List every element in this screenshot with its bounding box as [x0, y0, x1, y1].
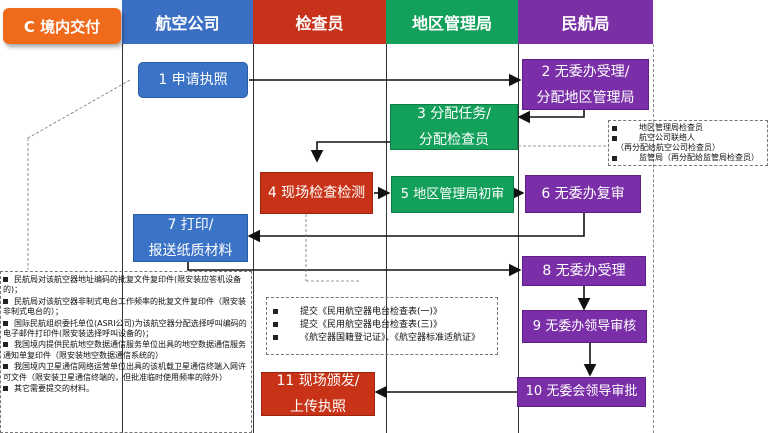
submit-note: 提交《民用航空器电台检查表(一)》 提交《民用航空器电台检查表(三)》 《航空器… — [266, 297, 498, 355]
step-9-leader-review: 9 无委办领导审核 — [522, 310, 647, 343]
inspector-note-line: 地区管理局检查员 — [639, 123, 703, 132]
lane-header-airline: 航空公司 — [122, 0, 253, 44]
materials-note-line: 其它需要提交的材料。 — [14, 384, 94, 394]
submit-note-line: 《航空器国籍登记证》、《航空器标准适航证》 — [300, 333, 481, 343]
arrow-6-to-7 — [247, 212, 585, 243]
inspector-note-line: 航空公司联络人 — [639, 133, 695, 142]
step-4-site-inspection: 4 现场检查检测 — [260, 172, 373, 214]
materials-note-line: 我国境内卫星通信网络运营单位出具的该机载卫星通信终端入网许可文件（限安装卫星通信… — [3, 362, 246, 382]
materials-note-line: 民航局对该航空器非制式电台工作频率的批复文件复印件（限安装非制式电台的）； — [3, 296, 246, 317]
lane-header-regional-bureau: 地区管理局 — [386, 0, 518, 44]
submit-note-line: 提交《民用航空器电台检查表(一)》 — [300, 307, 443, 317]
arrow-2-to-3 — [517, 110, 585, 124]
step-7-submit-paper: 7 打印/ 报送纸质材料 — [133, 214, 248, 262]
lane-header-inspector: 检查员 — [253, 0, 386, 44]
step-2-accept-assign: 2 无委办受理/ 分配地区管理局 — [522, 59, 649, 110]
step-1-apply-license: 1 申请执照 — [138, 62, 248, 98]
lane-divider — [386, 44, 387, 433]
callout-line — [27, 79, 131, 139]
step-5-regional-review: 5 地区管理局初审 — [391, 176, 514, 213]
inspector-note: 地区管理局检查员 航空公司联络人 （再分配给航空公司检查员） 监管局（再分配给监… — [608, 120, 768, 166]
materials-note-line: 国际民航组织委托单位(ASRI公司)为该航空器分配选择呼叫编码的电子邮件打印件(… — [3, 318, 247, 339]
materials-note-line: 我国境内提供民航地空数据通信服务单位出具的地空数据通信服务通知单复印件（限安装地… — [3, 340, 246, 360]
step-3-assign-inspector: 3 分配任务/ 分配检查员 — [390, 104, 518, 150]
lane-header-caac: 民航局 — [518, 0, 653, 44]
lane-divider — [653, 44, 654, 433]
arrow-3-to-4 — [310, 141, 390, 163]
submit-note-line: 提交《民用航空器电台检查表(三)》 — [300, 320, 443, 330]
step-8-accept: 8 无委办受理 — [522, 256, 646, 286]
step-11-issue-upload: 11 现场颁发/ 上传执照 — [261, 372, 375, 416]
inspector-note-line: 监管局（再分配给监管局检查员） — [639, 153, 759, 162]
inspector-note-line: （再分配给航空公司检查员） — [616, 143, 720, 152]
lane-divider — [122, 44, 123, 433]
process-badge: C 境内交付 — [3, 8, 121, 44]
materials-note-line: 民航局对该航空器地址编码的批复文件复印件(限安装应答机设备的)； — [3, 275, 242, 295]
lane-divider — [518, 44, 519, 433]
materials-note: 民航局对该航空器地址编码的批复文件复印件(限安装应答机设备的)； 民航局对该航空… — [0, 271, 252, 433]
arrow-7-to-8 — [187, 262, 522, 277]
step-6-re-review: 6 无委办复审 — [525, 175, 641, 213]
step-10-committee-approval: 10 无委会领导审批 — [517, 377, 646, 407]
